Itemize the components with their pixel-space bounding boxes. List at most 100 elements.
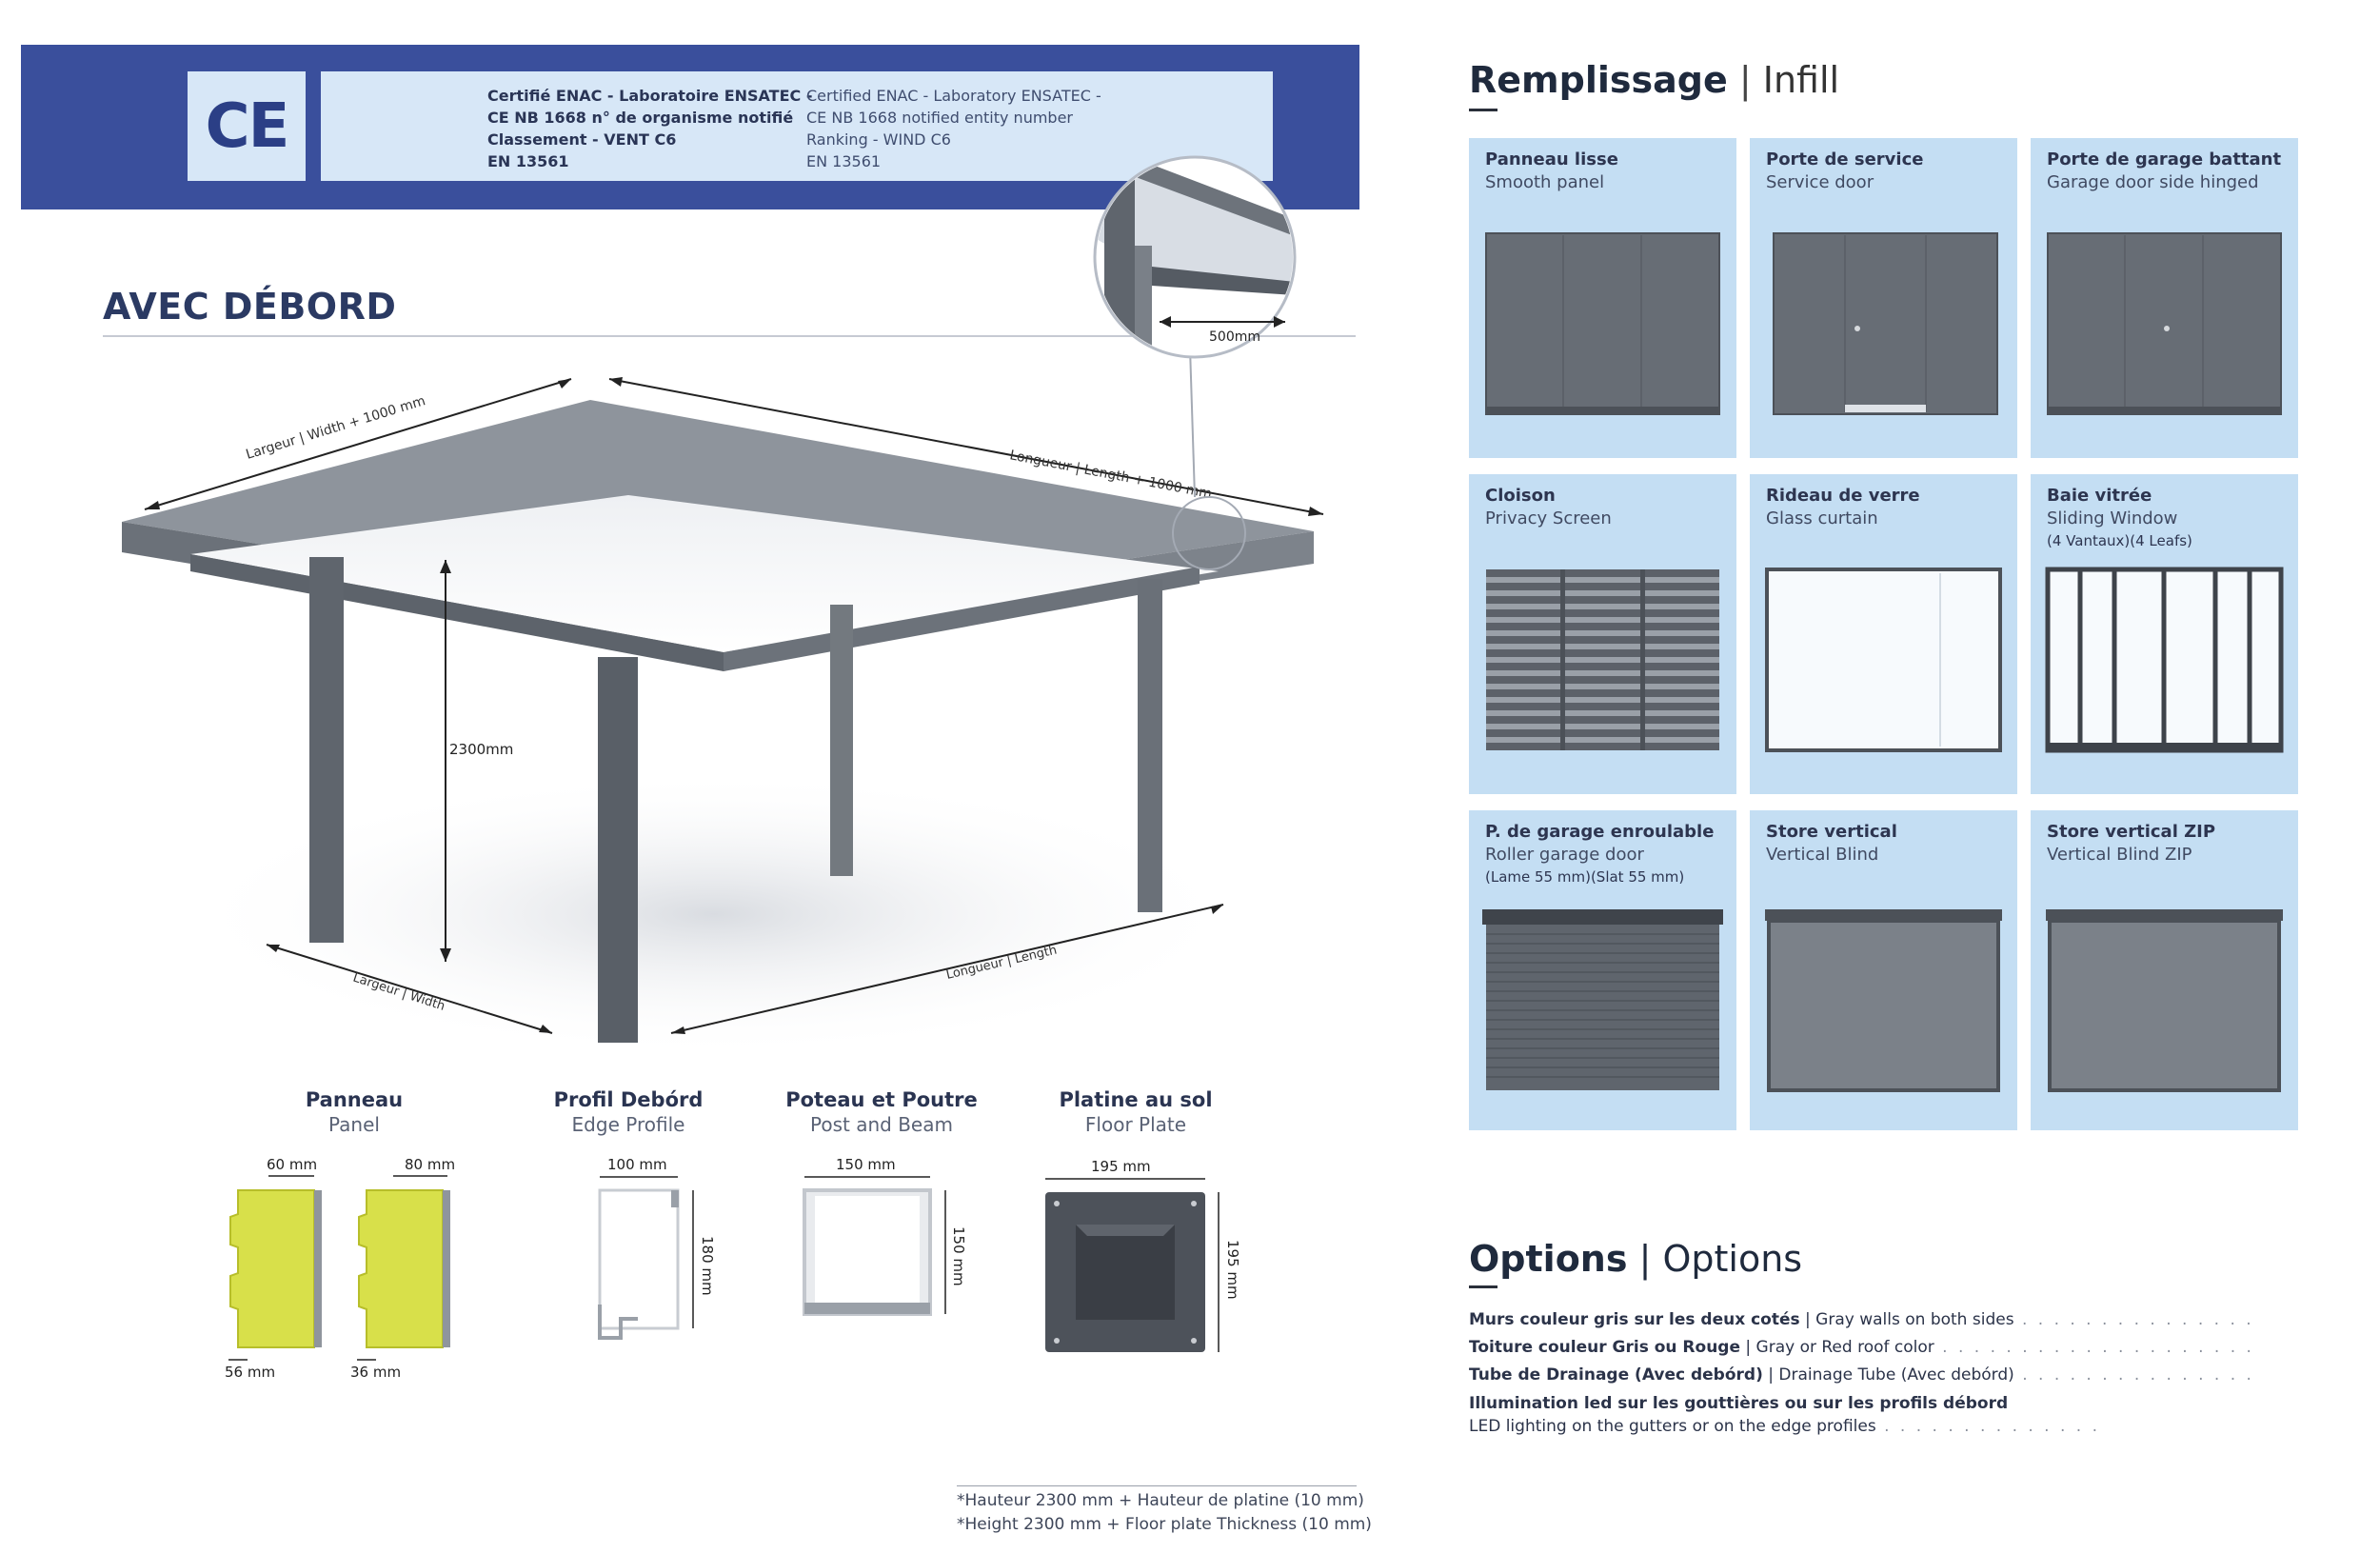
tile-title-fr: Baie vitrée <box>2047 486 2152 506</box>
arrow-head <box>1160 316 1171 328</box>
tile-title-en: Privacy Screen <box>1485 508 1612 528</box>
profile-title-fr: Platine au sol <box>1059 1088 1213 1111</box>
certification-text-fr: Certifié ENAC - Laboratoire ENSATEC - CE… <box>487 85 812 172</box>
post-front-center <box>598 657 638 1043</box>
arrow-head <box>1308 507 1323 516</box>
tile-title-fr: Store vertical <box>1766 822 1897 842</box>
option-leader-dots: . . . . . . . . . . . . . . <box>1875 1417 2101 1436</box>
detail-callout-marker <box>1172 496 1246 570</box>
dim-label-height: 2300mm <box>449 741 513 758</box>
tile-title-fr: Store vertical ZIP <box>2047 822 2216 842</box>
ce-mark-box: CE <box>188 71 306 181</box>
dim-line-length-bottom <box>670 904 1224 1034</box>
service-door-icon <box>1773 232 1998 415</box>
arrow-head <box>145 501 160 509</box>
footnote-line: *Height 2300 mm + Floor plate Thickness … <box>957 1515 1372 1534</box>
cert-en-line: Ranking - WIND C6 <box>806 130 951 149</box>
arrow-head <box>539 1025 552 1033</box>
vertical-blind-zip-icon <box>2046 909 2283 1092</box>
options-title: Options | Options <box>1469 1238 1802 1280</box>
privacy-screen-icon <box>1486 569 1719 750</box>
options-title-fr: Options <box>1469 1238 1628 1280</box>
edge-profile-section <box>598 1188 680 1340</box>
detail-dim-label: 500mm <box>1209 329 1260 345</box>
cert-en-line: CE NB 1668 notified entity number <box>806 109 1073 127</box>
title-separator: | <box>1638 1238 1652 1280</box>
hinged-garage-door-icon <box>2047 232 2282 415</box>
floor-plate-section <box>1045 1192 1205 1352</box>
dim-label-panel-b-bottom: 36 mm <box>350 1364 401 1381</box>
profile-drawings: 60 mm 56 mm 80 mm 36 mm 100 mm 180 mm 15… <box>225 1156 1241 1381</box>
option-label-fr: Illumination led sur les gouttières ou s… <box>1469 1394 2009 1413</box>
option-leader-dots: . . . . . . . . . . . . . . . . . . . . … <box>2021 1310 2250 1329</box>
option-separator: | <box>1762 1365 1779 1385</box>
cert-fr-line: Certifié ENAC - Laboratoire ENSATEC - <box>487 87 813 105</box>
option-label-fr: Murs couleur gris sur les deux cotés <box>1469 1310 1800 1329</box>
cert-en-line: EN 13561 <box>806 152 882 170</box>
tile-title-en: Vertical Blind <box>1766 845 1879 865</box>
dim-label-plate-h: 195 mm <box>1224 1240 1241 1300</box>
callout-line <box>1189 347 1196 498</box>
tile-title-en: Vertical Blind ZIP <box>2047 845 2192 865</box>
dim-label-post-h: 150 mm <box>950 1226 967 1286</box>
cert-en-line: Certified ENAC - Laboratory ENSATEC - <box>806 87 1101 105</box>
infill-tile-sliding-window[interactable]: Baie vitrée Sliding Window (4 Vantaux)(4… <box>2031 474 2298 794</box>
infill-tile-vertical-blind-zip[interactable]: Store vertical ZIP Vertical Blind ZIP <box>2031 810 2298 1130</box>
tile-title-fr: Cloison <box>1485 486 1556 506</box>
tile-title-fr: Panneau lisse <box>1485 149 1618 169</box>
arrow-head <box>267 945 280 952</box>
option-item: LED lighting on the gutters or on the ed… <box>1469 1415 2250 1438</box>
option-label-en: Gray walls on both sides <box>1815 1310 2014 1329</box>
infill-tile-glass-curtain[interactable]: Rideau de verre Glass curtain <box>1750 474 2017 794</box>
dim-line-width-bottom <box>266 944 553 1034</box>
title-underline <box>1469 1285 1497 1288</box>
dim-label-plate-w: 195 mm <box>1091 1158 1151 1175</box>
profile-title-en: Panel <box>328 1113 380 1136</box>
infill-grid: Panneau lisse Smooth panel Porte de serv… <box>1469 138 2299 1130</box>
smooth-panel-icon <box>1485 232 1720 415</box>
dim-line-width-top <box>144 378 572 510</box>
footnote-line: *Hauteur 2300 mm + Hauteur de platine (1… <box>957 1491 1364 1510</box>
infill-tile-privacy-screen[interactable]: Cloison Privacy Screen <box>1469 474 1736 794</box>
glass-curtain-icon <box>1765 568 2002 752</box>
tile-note: (4 Vantaux)(4 Leafs) <box>2047 532 2192 549</box>
dim-label-panel-b-top: 80 mm <box>405 1156 455 1173</box>
ground-shadow <box>181 771 1247 1057</box>
tile-note: (Lame 55 mm)(Slat 55 mm) <box>1485 868 1685 886</box>
infill-tile-vertical-blind[interactable]: Store vertical Vertical Blind <box>1750 810 2017 1130</box>
option-item: Murs couleur gris sur les deux cotés | G… <box>1469 1306 2250 1334</box>
dim-line-length-top <box>608 378 1324 515</box>
tile-title-fr: Rideau de verre <box>1766 486 1920 506</box>
profile-heading-edge: Profil Debórd Edge Profile <box>505 1088 752 1136</box>
options-title-en: Options <box>1662 1238 1803 1280</box>
dim-label-panel-a-bottom: 56 mm <box>225 1364 275 1381</box>
title-underline <box>1469 109 1497 111</box>
dim-label-edge-h: 180 mm <box>699 1236 716 1296</box>
arrow-head <box>440 560 451 573</box>
option-item: Illumination led sur les gouttières ou s… <box>1469 1392 2250 1415</box>
tile-title-en: Glass curtain <box>1766 508 1878 528</box>
option-separator: | <box>1740 1338 1756 1357</box>
infill-tile-roller-garage-door[interactable]: P. de garage enroulable Roller garage do… <box>1469 810 1736 1130</box>
infill-title-fr: Remplissage <box>1469 59 1728 101</box>
gazebo-drawing: Largeur | Width + 1000 mm Longueur | Len… <box>122 155 1324 1057</box>
option-leader-dots: . . . . . . . . . . . . . . . . . . . . … <box>1942 1338 2250 1357</box>
dim-label-panel-a-top: 60 mm <box>267 1156 317 1173</box>
cert-fr-line: CE NB 1668 n° de organisme notifié <box>487 109 794 127</box>
option-label-fr: Tube de Drainage (Avec debórd) <box>1469 1365 1763 1385</box>
arrow-head <box>1274 316 1285 328</box>
infill-tile-smooth-panel[interactable]: Panneau lisse Smooth panel <box>1469 138 1736 458</box>
profile-heading-post: Poteau et Poutre Post and Beam <box>758 1088 1005 1136</box>
section-title-avec-debord: AVEC DÉBORD <box>103 286 397 328</box>
tile-title-en: Service door <box>1766 172 1874 192</box>
panel-section-b <box>358 1189 450 1348</box>
option-label-fr: Toiture couleur Gris ou Rouge <box>1469 1338 1740 1357</box>
tile-title-fr: P. de garage enroulable <box>1485 822 1715 842</box>
cert-fr-line: Classement - VENT C6 <box>487 130 677 149</box>
profile-title-fr: Profil Debórd <box>553 1088 704 1111</box>
infill-tile-hinged-garage-door[interactable]: Porte de garage battant Garage door side… <box>2031 138 2298 458</box>
infill-tile-service-door[interactable]: Porte de service Service door <box>1750 138 2017 458</box>
divider <box>957 1485 1357 1486</box>
certification-text-en: Certified ENAC - Laboratory ENSATEC - CE… <box>806 85 1101 172</box>
profile-heading-floor-plate: Platine au sol Floor Plate <box>1012 1088 1259 1136</box>
